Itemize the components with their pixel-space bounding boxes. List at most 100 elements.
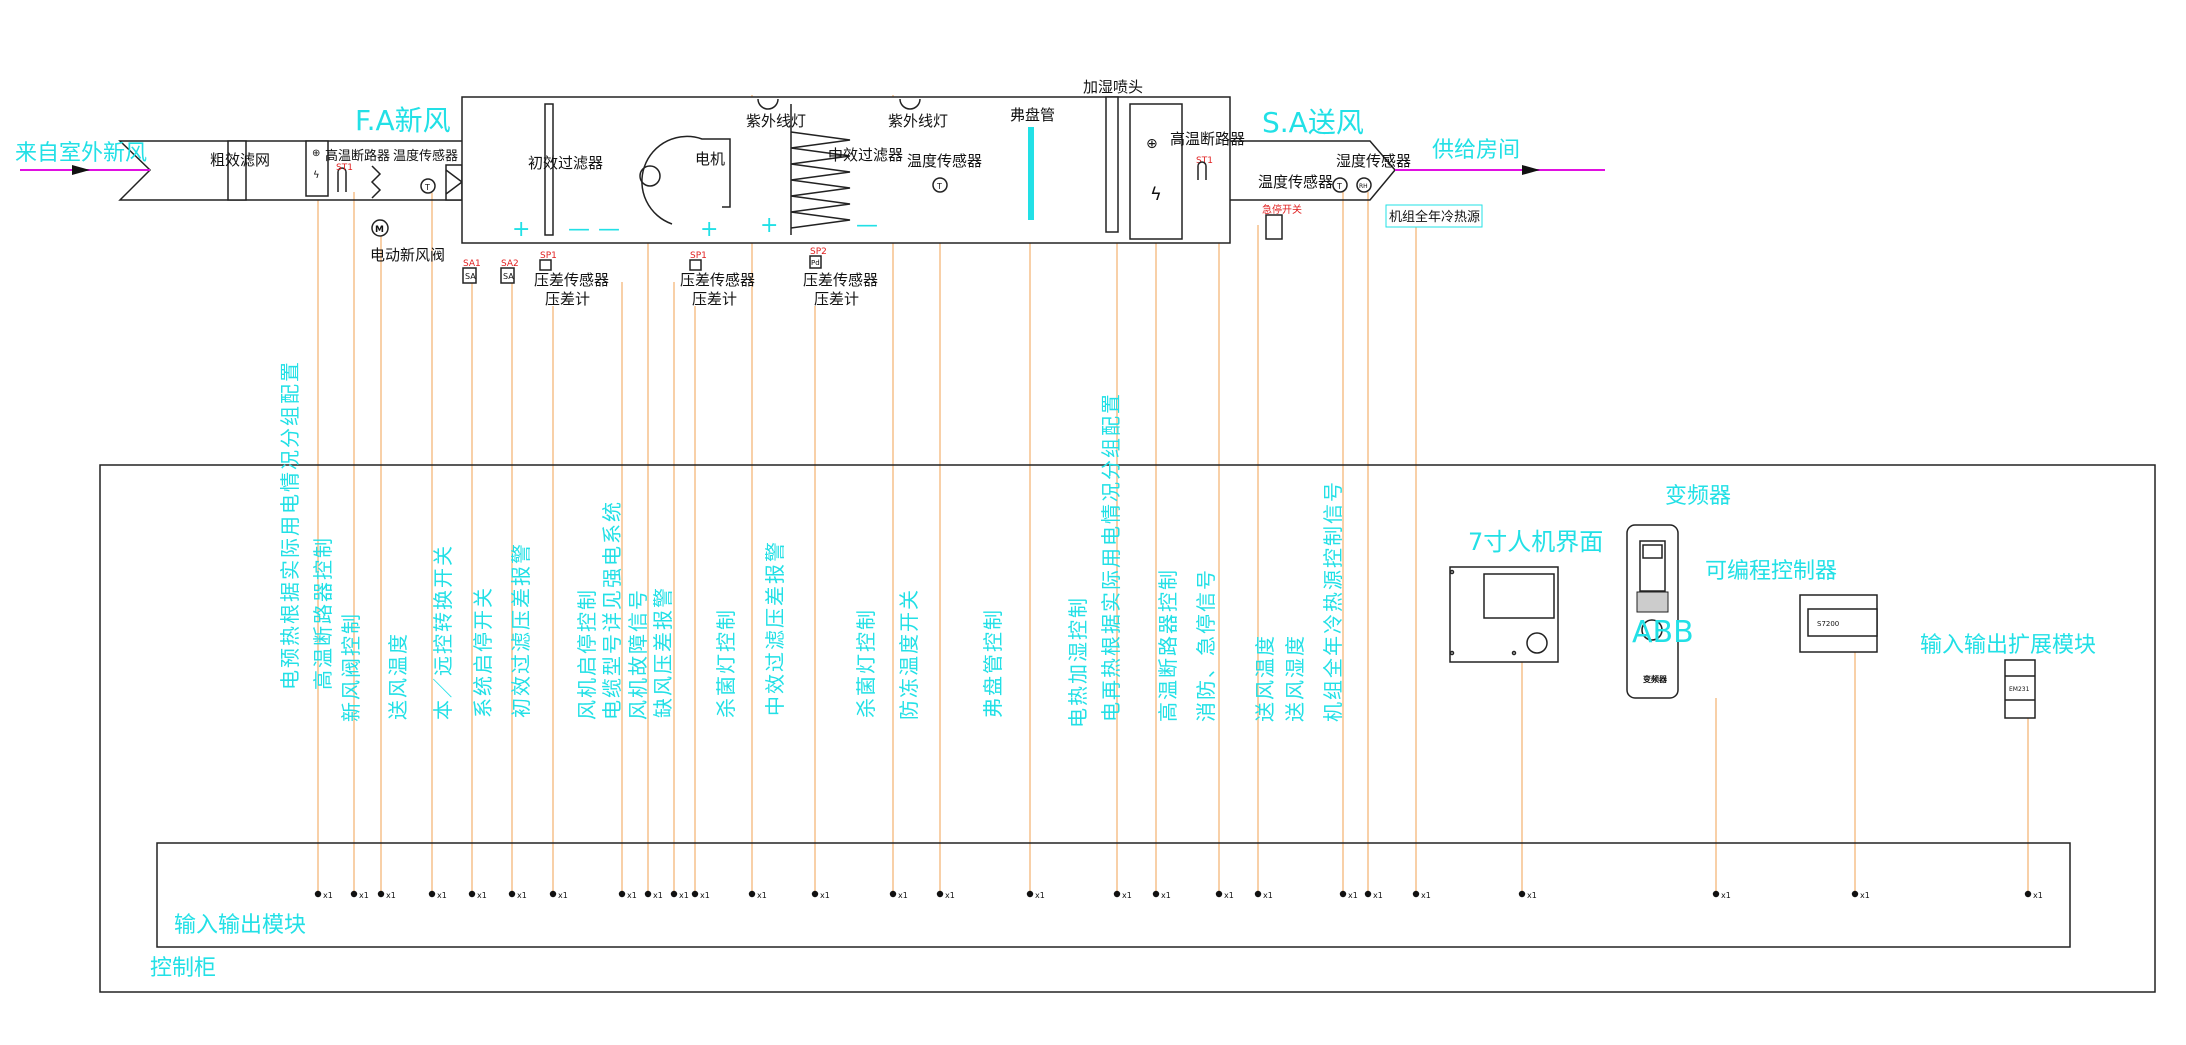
terminal-dot[interactable] — [889, 890, 897, 898]
medium-filter-icon — [790, 131, 851, 229]
terminal-dot[interactable] — [1254, 890, 1262, 898]
vfd-device[interactable]: 变频器 ABB 变频器 — [1626, 484, 1731, 699]
terminal-label: x1 — [323, 891, 333, 900]
terminal-dot[interactable] — [1364, 890, 1372, 898]
uv-lamp-icon — [757, 98, 779, 110]
coarse-filter-icon — [227, 140, 247, 201]
io-module — [156, 842, 2071, 948]
mid-temp-label: 温度传感器 — [907, 152, 982, 170]
terminal-dot[interactable] — [748, 890, 756, 898]
svg-text:RH: RH — [1359, 183, 1368, 190]
terminal-dot[interactable] — [1026, 890, 1034, 898]
terminal-dot[interactable] — [1412, 890, 1420, 898]
terminal-dot[interactable] — [670, 890, 678, 898]
temp-sensor-icon — [1332, 177, 1348, 193]
terminal-dot[interactable] — [549, 890, 557, 898]
signal-label: 中效过滤压差报警 — [763, 540, 787, 716]
svg-text:SP2: SP2 — [810, 247, 827, 257]
hmi-device[interactable]: 7寸人机界面 — [1449, 528, 1603, 663]
io-expansion-device[interactable]: 输入输出扩展模块 EM231 — [1920, 633, 2096, 719]
terminal-label: x1 — [679, 891, 689, 900]
terminal-dot[interactable] — [1712, 890, 1720, 898]
terminal-dot[interactable] — [1339, 890, 1347, 898]
cold-heat-source-box — [1385, 204, 1483, 228]
arrow-head-icon — [72, 165, 90, 175]
humidifier-label: 加湿喷头 — [1083, 78, 1143, 96]
uv-lamp-label-2: 紫外线灯 — [888, 112, 948, 130]
fa-label: F.A新风 — [355, 104, 451, 137]
terminal-dot[interactable] — [936, 890, 944, 898]
fan-icon — [641, 135, 731, 225]
terminal-label: x1 — [627, 891, 637, 900]
minus-port: — — [856, 213, 878, 238]
sa2-switch-icon — [500, 267, 515, 284]
svg-text:⊕: ⊕ — [1146, 136, 1158, 152]
plus-port: + — [512, 217, 530, 242]
terminal-dot[interactable] — [1215, 890, 1223, 898]
terminal-label: x1 — [700, 891, 710, 900]
cabinet-label: 控制柜 — [150, 956, 216, 981]
terminal-dot[interactable] — [1113, 890, 1121, 898]
terminal-dot[interactable] — [1152, 890, 1160, 898]
minus-port: — — [598, 217, 620, 242]
io-ext-label: 输入输出扩展模块 — [1920, 633, 2096, 658]
thermostat-icon — [337, 167, 347, 192]
dp-sensor-icon — [809, 255, 822, 269]
sensor-blocks: SA1 SA SA2 SA SP1 压差传感器 压差计 SP1 压差传感器 压差… — [462, 247, 878, 308]
terminal-dot[interactable] — [468, 890, 476, 898]
terminal-dot[interactable] — [811, 890, 819, 898]
terminal-dot[interactable] — [377, 890, 385, 898]
terminal-label: x1 — [945, 891, 955, 900]
svg-text:变频器: 变频器 — [1643, 674, 1668, 684]
svg-text:SA: SA — [503, 272, 514, 281]
humidifier-icon — [1105, 96, 1119, 233]
terminal-dot[interactable] — [618, 890, 626, 898]
svg-text:⊕: ⊕ — [312, 148, 320, 159]
air-handling-unit: 初效过滤器 电机 紫外线灯 中效过滤器 紫外线灯 温度传感器 T 弗盘管 加湿喷… — [461, 78, 1245, 244]
terminal-dot[interactable] — [2024, 890, 2032, 898]
terminal-label: x1 — [517, 891, 527, 900]
medium-filter-label: 中效过滤器 — [828, 146, 903, 164]
sa2-tag: SA2 — [501, 259, 519, 269]
terminal-dot[interactable] — [314, 890, 322, 898]
terminal-label: x1 — [386, 891, 396, 900]
supply-temp-label: 温度传感器 — [1258, 173, 1333, 191]
terminal-label: x1 — [898, 891, 908, 900]
terminal-dot[interactable] — [350, 890, 358, 898]
humidity-sensor-icon — [1356, 177, 1372, 193]
preheater-icon — [305, 140, 329, 197]
terminal-dot[interactable] — [1851, 890, 1859, 898]
st1-tag: ST1 — [336, 163, 353, 173]
svg-text:压差计: 压差计 — [692, 290, 737, 308]
terminal-dot[interactable] — [644, 890, 652, 898]
svg-text:S7200: S7200 — [1817, 620, 1839, 628]
terminal-dot[interactable] — [428, 890, 436, 898]
svg-text:压差传感器: 压差传感器 — [803, 271, 878, 289]
coil-label: 弗盘管 — [1010, 106, 1055, 124]
signal-label: 高温断路器控制 — [1156, 568, 1180, 722]
terminal-label: x1 — [1263, 891, 1273, 900]
terminal-label: x1 — [1721, 891, 1731, 900]
svg-text:SP1: SP1 — [540, 251, 557, 261]
signal-label: 高温断路器控制 — [311, 536, 335, 690]
terminal-label: x1 — [653, 891, 663, 900]
arrow-head-icon — [1522, 165, 1540, 175]
uv-lamp-icon — [899, 98, 921, 110]
plc-device[interactable]: 可编程控制器 S7200 — [1705, 559, 1878, 653]
temp-sensor-icon — [420, 178, 436, 194]
terminal-dot[interactable] — [1518, 890, 1526, 898]
sa1-switch-icon — [462, 267, 477, 284]
signal-label: 弗盘管控制 — [981, 608, 1005, 718]
terminal-label: x1 — [2033, 891, 2043, 900]
plc-label: 可编程控制器 — [1705, 559, 1837, 584]
terminal-dot[interactable] — [691, 890, 699, 898]
svg-text:SP1: SP1 — [690, 251, 707, 261]
damper-motor-icon — [371, 219, 389, 237]
temp-sensor-icon — [932, 177, 948, 193]
svg-text:压差计: 压差计 — [814, 290, 859, 308]
sa-label: S.A送风 — [1262, 106, 1364, 139]
signal-label: 防冻温度开关 — [897, 588, 921, 720]
terminal-label: x1 — [1348, 891, 1358, 900]
terminal-dot[interactable] — [508, 890, 516, 898]
